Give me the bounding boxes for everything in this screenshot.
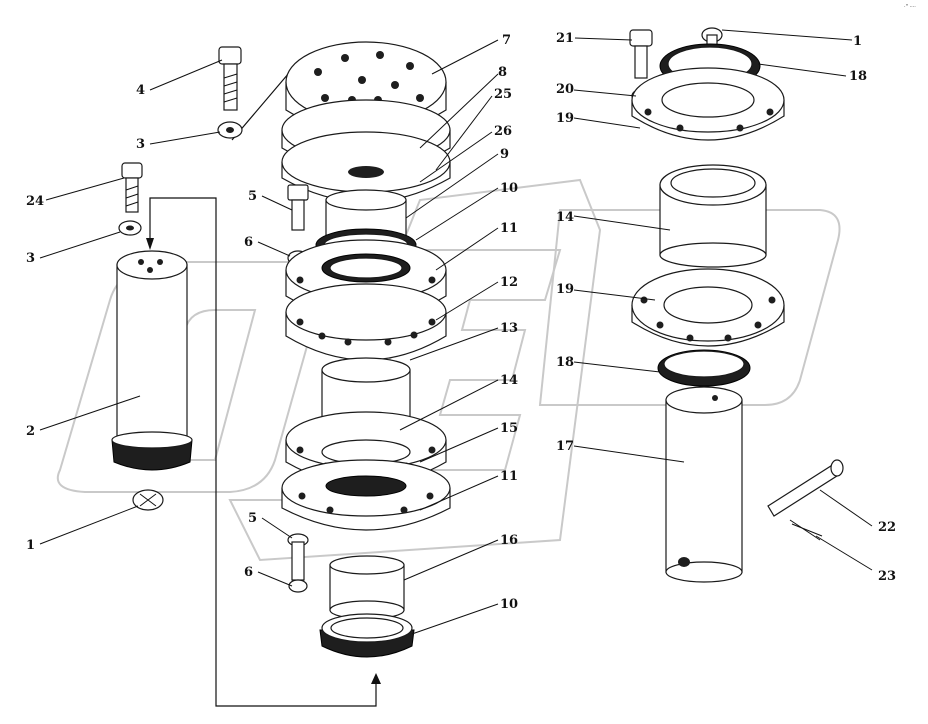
callout-25: 25: [494, 87, 512, 102]
callout-18-mid: 18: [556, 355, 574, 370]
callout-22: 22: [878, 520, 896, 535]
arrow-up-icon: [371, 673, 381, 684]
callout-6-top: 6: [244, 235, 253, 250]
callout-6-low: 6: [244, 565, 253, 580]
callout-5-low: 5: [248, 511, 257, 526]
bolt-5-top: [287, 184, 309, 231]
callout-5-top: 5: [248, 189, 257, 204]
callout-18-top: 18: [849, 69, 867, 84]
washer-3-low: [118, 220, 142, 236]
callout-14-mid: 14: [500, 373, 518, 388]
callout-20: 20: [556, 82, 574, 97]
callout-3-low: 3: [26, 251, 35, 266]
callout-23: 23: [878, 569, 896, 584]
callout-1-low: 1: [26, 538, 35, 553]
callout-1-top: 1: [853, 34, 862, 49]
callout-3-top: 3: [136, 137, 145, 152]
flange-25-26: [281, 131, 451, 203]
bushing-14-right: [659, 164, 767, 268]
callout-7: 7: [502, 33, 511, 48]
callout-17: 17: [556, 439, 574, 454]
callout-10-top: 10: [500, 181, 518, 196]
callout-16: 16: [500, 533, 518, 548]
pin-17: [665, 386, 743, 583]
flange-11-low: [281, 459, 451, 531]
callout-2: 2: [26, 424, 35, 439]
flange-19-mid: [631, 268, 785, 347]
flange-19-top: [631, 67, 785, 141]
callout-24: 24: [26, 194, 44, 209]
callout-13: 13: [500, 321, 518, 336]
bolt-24: [121, 162, 143, 213]
nut-6-low: [288, 579, 308, 593]
callout-14-right: 14: [556, 210, 574, 225]
washer-3-top: [217, 121, 243, 139]
callout-9: 9: [500, 147, 509, 162]
cotter-pin-23: [789, 519, 823, 541]
callout-19-top: 19: [556, 111, 574, 126]
sleeve-16: [329, 555, 405, 620]
callout-labels: 1 18 21 20 19 14 19 18 17 22 23 7 8 25 2…: [26, 31, 896, 612]
callout-12: 12: [500, 275, 518, 290]
leader-lines: [39, 29, 873, 635]
callout-15: 15: [500, 421, 518, 436]
seal-10-low: [319, 613, 415, 658]
arrow-down-icon: [146, 238, 154, 250]
callout-11-low: 11: [500, 469, 518, 484]
seal-18-mid: [657, 349, 751, 387]
callout-21: 21: [556, 31, 574, 46]
callout-4: 4: [136, 83, 145, 98]
fitting-1-low: [132, 489, 164, 511]
axle-pin-22: [767, 459, 844, 517]
flange-12: [285, 283, 447, 361]
callout-8: 8: [498, 65, 507, 80]
bolt-21: [629, 29, 653, 79]
callout-10-low: 10: [500, 597, 518, 612]
callout-26: 26: [494, 124, 512, 139]
bolt-4: [218, 46, 242, 111]
callout-19-mid: 19: [556, 282, 574, 297]
pin-2: [111, 250, 193, 471]
callout-11-top: 11: [500, 221, 518, 236]
corner-mark: ·" ····: [904, 4, 916, 10]
